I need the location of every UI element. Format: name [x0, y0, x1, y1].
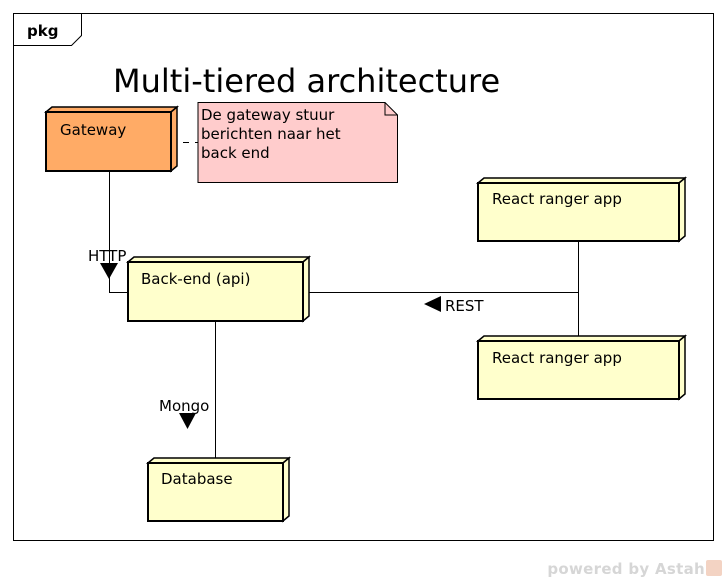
diagram-title: Multi-tiered architecture: [113, 62, 500, 100]
node-react-bottom[interactable]: React ranger app: [475, 334, 688, 401]
mongo-direction-arrow: [179, 413, 196, 429]
node-database-label: Database: [161, 470, 233, 488]
note-line-3: back end: [201, 144, 270, 162]
edge-label-http: HTTP: [88, 247, 126, 265]
node-react-top[interactable]: React ranger app: [475, 176, 688, 243]
http-connector: [109, 172, 128, 293]
node-react-top-label: React ranger app: [492, 190, 622, 208]
node-gateway[interactable]: Gateway: [43, 105, 180, 173]
http-direction-arrow: [100, 263, 118, 279]
node-backend[interactable]: Back-end (api): [125, 255, 312, 323]
note-text: De gateway stuur berichten naar het back…: [201, 106, 345, 162]
astah-footer: powered by Astah: [547, 560, 722, 578]
astah-logo-icon: [706, 560, 722, 576]
edge-label-mongo: Mongo: [159, 397, 209, 415]
rest-direction-arrow: [424, 296, 441, 312]
footer-text: powered by Astah: [547, 560, 705, 578]
node-gateway-label: Gateway: [60, 121, 126, 139]
node-react-bottom-label: React ranger app: [492, 349, 622, 367]
edge-label-rest: REST: [445, 297, 484, 315]
note-gateway[interactable]: De gateway stuur berichten naar het back…: [197, 102, 398, 183]
package-tab-label: pkg: [27, 22, 58, 40]
note-line-2: berichten naar het: [201, 125, 341, 143]
node-backend-label: Back-end (api): [141, 270, 250, 288]
note-line-1: De gateway stuur: [201, 106, 335, 124]
connectors: [109, 142, 579, 462]
node-database[interactable]: Database: [145, 456, 292, 523]
